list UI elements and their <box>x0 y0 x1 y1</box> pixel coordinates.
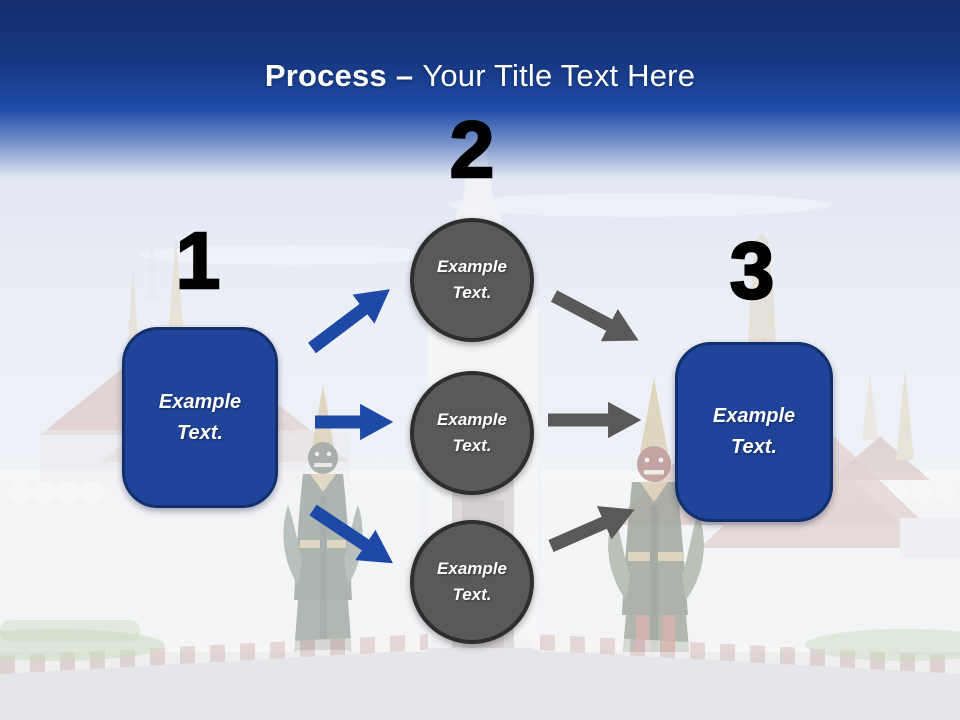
step1-box: Example Text. <box>122 327 278 508</box>
step1-box-text: Example Text. <box>158 390 242 444</box>
step2-circle-bottom-text: Example Text. <box>437 558 507 604</box>
step2-circle-middle: Example Text. <box>410 371 534 495</box>
step2-circle-bottom: Example Text. <box>410 520 534 644</box>
title-separator: – <box>395 58 414 93</box>
street <box>0 620 960 720</box>
step2-circle-top: Example Text. <box>410 218 534 342</box>
step-number-1: 1 <box>175 216 222 305</box>
slide-title: Process–Your Title Text Here <box>0 58 960 94</box>
step-number-2: 2 <box>449 105 496 194</box>
step2-circle-top-text: Example Text. <box>437 256 507 302</box>
title-remainder: Your Title Text Here <box>422 58 696 93</box>
step-number-3: 3 <box>729 226 776 315</box>
title-banner <box>0 0 960 178</box>
step3-box: Example Text. <box>675 342 833 522</box>
step2-circle-middle-text: Example Text. <box>437 409 507 455</box>
step3-box-text: Example Text. <box>712 405 796 458</box>
title-emphasis: Process <box>264 58 387 93</box>
